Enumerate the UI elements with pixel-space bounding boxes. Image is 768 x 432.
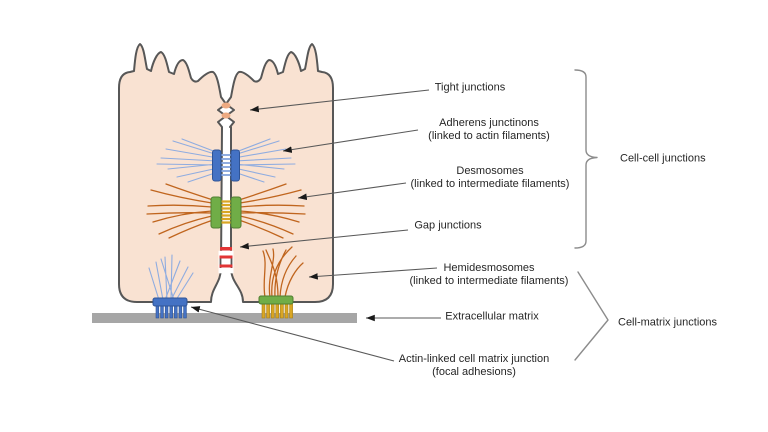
desmosome-glyph bbox=[146, 183, 306, 239]
label-tight-junctions-text: Tight junctions bbox=[434, 81, 506, 94]
focal-adhesion-arrow bbox=[190, 306, 395, 362]
gap-junctions-arrow bbox=[239, 229, 409, 250]
label-adherens-sub: (linked to actin filaments) bbox=[428, 130, 550, 142]
gap-junction-glyph bbox=[218, 247, 234, 274]
label-cell-matrix-junctions: Cell-matrix junctions bbox=[618, 317, 717, 330]
pointer-arrows bbox=[190, 89, 441, 362]
label-extracellular-matrix-text: Extracellular matrix bbox=[445, 310, 539, 323]
label-extracellular-matrix: Extracellular matrix bbox=[445, 311, 539, 324]
adherens-arrow bbox=[282, 129, 419, 153]
label-actin-linked-text: Actin-linked cell matrix junction bbox=[398, 353, 550, 365]
cell-cell-bracket bbox=[574, 69, 598, 249]
focal-adhesion-glyph bbox=[148, 254, 194, 319]
label-cell-cell-junctions: Cell-cell junctions bbox=[620, 153, 706, 166]
left-cell bbox=[118, 43, 227, 303]
label-desmosomes: Desmosomes (linked to intermediate filam… bbox=[411, 165, 570, 191]
tight-junction-glyph bbox=[221, 102, 231, 119]
hemidesmosome-glyph bbox=[258, 246, 304, 319]
label-adherens-junctions: Adherens junctinons (linked to actin fil… bbox=[428, 117, 550, 143]
tight-junctions-arrow bbox=[249, 89, 430, 113]
label-hemidesmosomes-text: Hemidesmosomes bbox=[443, 262, 535, 274]
label-tight-junctions: Tight junctions bbox=[435, 82, 506, 95]
label-cell-cell-junctions-text: Cell-cell junctions bbox=[620, 152, 706, 165]
extracellular-matrix-bar bbox=[92, 313, 357, 323]
hemidesmosomes-arrow bbox=[308, 267, 438, 280]
label-hemidesmosomes-sub: (linked to intermediate filaments) bbox=[409, 275, 569, 287]
label-actin-linked-sub: (focal adhesions) bbox=[432, 366, 516, 378]
label-desmosomes-sub: (linked to intermediate filaments) bbox=[410, 178, 570, 190]
adherens-junction-glyph bbox=[156, 138, 296, 183]
cell-matrix-bracket bbox=[574, 271, 609, 361]
label-actin-linked: Actin-linked cell matrix junction (focal… bbox=[399, 353, 549, 379]
label-adherens-text: Adherens junctinons bbox=[439, 117, 539, 129]
label-gap-junctions-text: Gap junctions bbox=[414, 219, 482, 232]
label-desmosomes-text: Desmosomes bbox=[456, 165, 524, 177]
label-gap-junctions: Gap junctions bbox=[414, 220, 481, 233]
label-hemidesmosomes: Hemidesmosomes (linked to intermediate f… bbox=[410, 262, 569, 288]
label-cell-matrix-junctions-text: Cell-matrix junctions bbox=[618, 316, 718, 329]
desmosomes-arrow bbox=[297, 182, 407, 201]
